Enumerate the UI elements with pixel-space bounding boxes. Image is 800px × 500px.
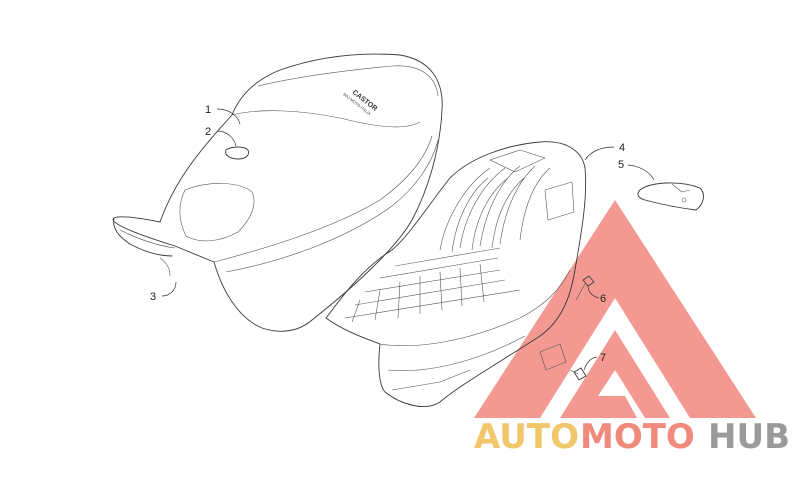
leader-lines [161,108,655,371]
watermark-text: AUTO MOTO HUB [474,417,790,457]
callout-5: 5 [618,159,624,171]
watermark-triangle-icon [474,200,756,418]
part-5-cover [637,182,704,211]
callout-4: 4 [619,142,625,154]
callout-2: 2 [205,126,211,138]
part-7-bolt [569,367,587,381]
part-3-pad [159,257,171,277]
seat-assembly: CASTOR BAJ MOTO-ITALIA [112,53,443,332]
callout-1: 1 [205,104,211,116]
seat-base [325,141,587,407]
watermark-moto: MOTO [580,417,695,457]
part-6-bolt [575,275,595,301]
callout-3: 3 [150,291,156,303]
callout-6: 6 [600,293,606,305]
callout-7: 7 [600,352,606,364]
watermark-hub: HUB [708,417,790,457]
watermark-logo [474,200,756,418]
watermark-auto: AUTO [474,417,579,457]
